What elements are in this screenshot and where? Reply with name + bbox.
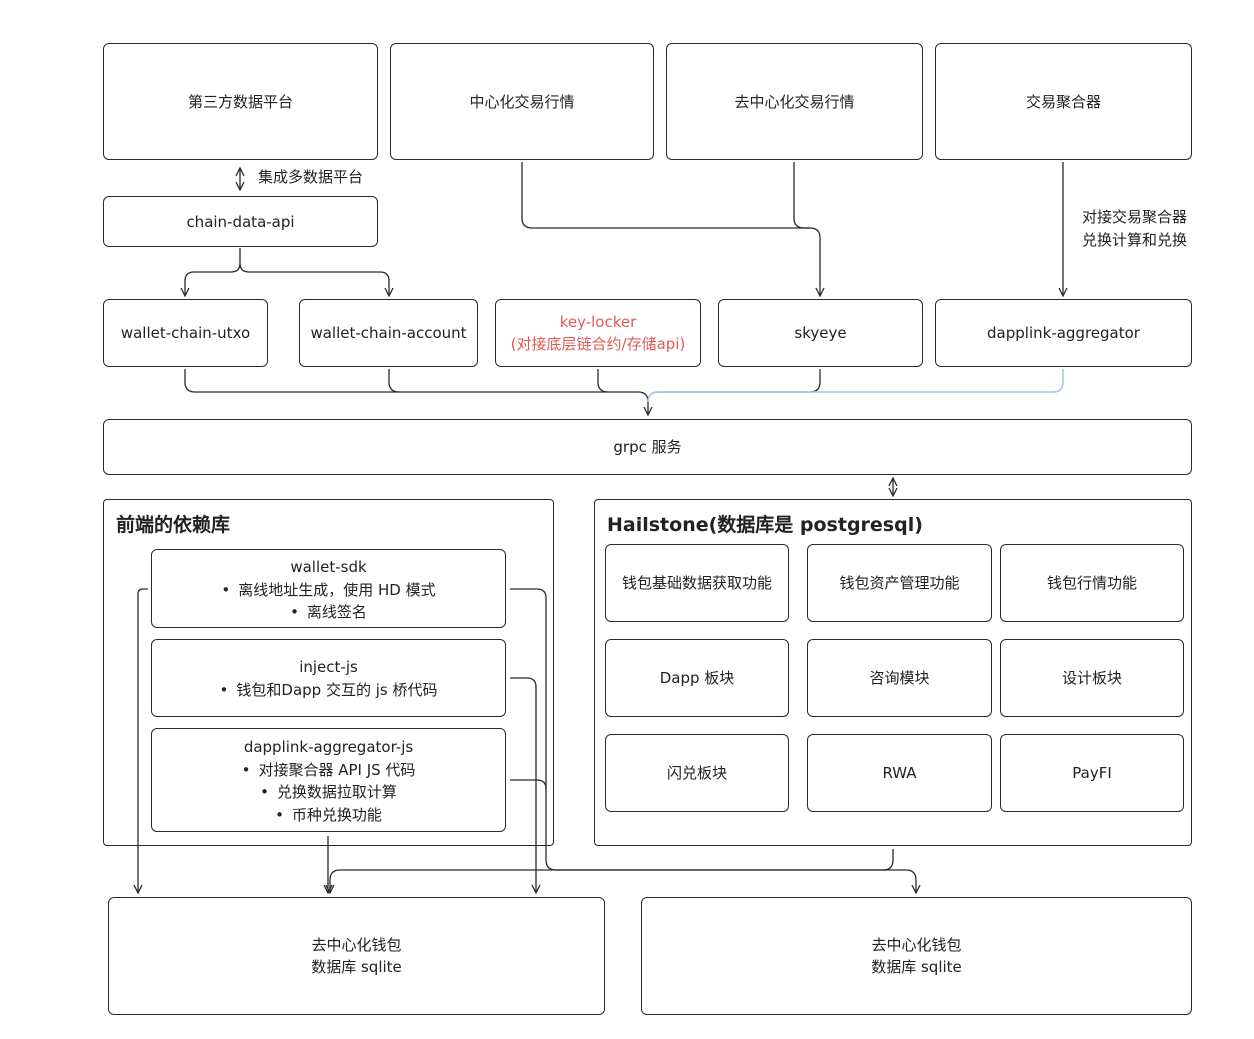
- local-wallet-db-box-right: 去中心化钱包 数据库 sqlite: [641, 897, 1192, 1015]
- hailstone-module-label: Dapp 板块: [659, 669, 735, 687]
- local-wallet-db-line1: 去中心化钱包: [871, 936, 962, 954]
- dapplink-aggregator-js-bullet: 币种兑换功能: [152, 804, 505, 827]
- skyeye-label: skyeye: [794, 324, 847, 342]
- aggregator-js-line: [510, 779, 547, 790]
- key-locker-box: key-locker (对接底层链合约/存储api): [495, 299, 701, 367]
- wallet-sdk-left-line: [138, 588, 148, 893]
- fork-to-utxo: [185, 248, 241, 296]
- dapplink-to-grpc: [647, 369, 1064, 403]
- wallet-sdk-bullet: 离线地址生成，使用 HD 模式: [152, 579, 505, 602]
- frontend-libs-title: 前端的依赖库: [116, 514, 231, 536]
- hailstone-module: PayFI: [1000, 734, 1184, 812]
- cex-market-box: 中心化交易行情: [390, 43, 654, 160]
- hailstone-module-label: 咨询模块: [869, 669, 930, 687]
- cex-market-label: 中心化交易行情: [469, 92, 575, 111]
- wallet-sdk-name: wallet-sdk: [290, 558, 367, 576]
- hailstone-module: 钱包基础数据获取功能: [605, 544, 789, 622]
- wallet-chain-utxo-label: wallet-chain-utxo: [120, 324, 251, 342]
- third-party-data-label: 第三方数据平台: [187, 92, 293, 111]
- dapplink-aggregator-box: dapplink-aggregator: [935, 299, 1192, 367]
- skyeye-to-grpc: [647, 369, 821, 403]
- hailstone-to-bottom: [330, 849, 894, 893]
- wallet-chain-account-label: wallet-chain-account: [310, 324, 467, 342]
- wallet-sdk-box: wallet-sdk 离线地址生成，使用 HD 模式 离线签名: [151, 549, 506, 628]
- grpc-service-box: grpc 服务: [103, 419, 1192, 475]
- skyeye-box: skyeye: [718, 299, 923, 367]
- hailstone-module: Dapp 板块: [605, 639, 789, 717]
- local-wallet-db-box-left: 去中心化钱包 数据库 sqlite: [108, 897, 605, 1015]
- hailstone-module-label: 闪兑板块: [666, 764, 727, 782]
- hailstone-module: 闪兑板块: [605, 734, 789, 812]
- wallet-chain-account-box: wallet-chain-account: [299, 299, 478, 367]
- chain-data-api-box: chain-data-api: [103, 196, 378, 247]
- hailstone-title: Hailstone(数据库是 postgresql): [607, 514, 923, 536]
- hailstone-module-label: 设计板块: [1061, 669, 1122, 687]
- utxo-to-grpc: [184, 369, 648, 415]
- keylocker-to-grpc: [597, 369, 609, 393]
- dapplink-aggregator-js-name: dapplink-aggregator-js: [243, 738, 414, 756]
- local-wallet-db-line2: 数据库 sqlite: [311, 958, 402, 976]
- inject-js-bullet: 钱包和Dapp 交互的 js 桥代码: [152, 679, 505, 702]
- trade-aggregator-label: 交易聚合器: [1025, 92, 1101, 111]
- hailstone-group: Hailstone(数据库是 postgresql): [594, 499, 1192, 846]
- integrate-multi-label: 集成多数据平台: [258, 168, 364, 186]
- frontend-libs-group: 前端的依赖库: [103, 499, 554, 846]
- hailstone-module-label: 钱包资产管理功能: [839, 574, 960, 592]
- dapplink-aggregator-label: dapplink-aggregator: [987, 324, 1140, 342]
- chain-data-api-label: chain-data-api: [186, 212, 295, 231]
- hailstone-module-label: PayFI: [1072, 764, 1112, 782]
- hailstone-module-label: RWA: [882, 764, 917, 782]
- dex-to-skyeye: [793, 162, 810, 229]
- hailstone-module: 设计板块: [1000, 639, 1184, 717]
- wallet-chain-utxo-box: wallet-chain-utxo: [103, 299, 268, 367]
- dapplink-aggregator-js-bullet: 对接聚合器 API JS 代码: [152, 759, 505, 782]
- inject-js-line: [510, 677, 536, 893]
- dapplink-aggregator-js-bullet: 兑换数据拉取计算: [152, 781, 505, 804]
- cex-to-skyeye: [521, 162, 820, 296]
- hailstone-module-label: 钱包行情功能: [1046, 574, 1137, 592]
- trade-aggregator-box: 交易聚合器: [935, 43, 1192, 160]
- hailstone-module: 钱包资产管理功能: [807, 544, 992, 622]
- wallet-sdk-bullet: 离线签名: [152, 601, 505, 624]
- local-wallet-db-line2: 数据库 sqlite: [871, 958, 962, 976]
- aggregator-note-line2: 兑换计算和兑换: [1082, 231, 1188, 249]
- hailstone-module-label: 钱包基础数据获取功能: [621, 574, 772, 592]
- dapplink-aggregator-js-box: dapplink-aggregator-js 对接聚合器 API JS 代码 兑…: [151, 728, 506, 832]
- account-to-grpc: [388, 369, 400, 393]
- local-wallet-db-line1: 去中心化钱包: [311, 936, 402, 954]
- wallet-sdk-right-line: [510, 588, 916, 893]
- key-locker-title: key-locker: [559, 313, 637, 331]
- aggregator-note-line1: 对接交易聚合器: [1082, 208, 1188, 226]
- third-party-data-box: 第三方数据平台: [103, 43, 378, 160]
- hailstone-module: 钱包行情功能: [1000, 544, 1184, 622]
- hailstone-module: 咨询模块: [807, 639, 992, 717]
- inject-js-name: inject-js: [299, 658, 358, 676]
- dex-market-box: 去中心化交易行情: [666, 43, 923, 160]
- dex-market-label: 去中心化交易行情: [734, 92, 855, 111]
- inject-js-box: inject-js 钱包和Dapp 交互的 js 桥代码: [151, 639, 506, 717]
- key-locker-subtitle: (对接底层链合约/存储api): [510, 335, 686, 353]
- aggregator-note: 对接交易聚合器 兑换计算和兑换: [1082, 206, 1187, 252]
- hailstone-module: RWA: [807, 734, 992, 812]
- grpc-service-label: grpc 服务: [613, 438, 682, 456]
- fork-to-account: [239, 262, 389, 296]
